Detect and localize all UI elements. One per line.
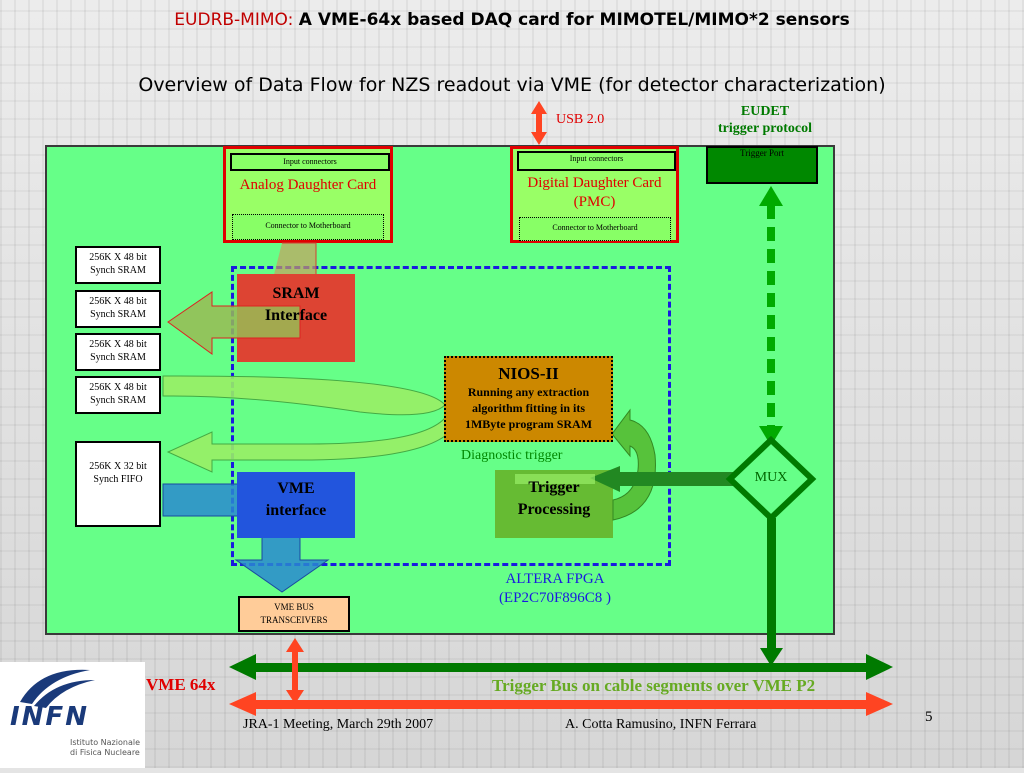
fpga-boundary: [231, 266, 671, 566]
fpga-line1: ALTERA FPGA: [505, 571, 605, 587]
infn-logo-mark: [20, 669, 95, 708]
diagnostic-trigger-arrow: [611, 408, 656, 521]
digital-input-connectors: Input connectors: [517, 151, 676, 171]
diagnostic-trigger-label: Diagnostic trigger: [461, 448, 563, 463]
eudet-line1: EUDET: [740, 104, 790, 119]
infn-logo-text: INFN: [10, 702, 89, 732]
fifo-line2: Synch FIFO: [93, 474, 143, 485]
digital-card-title-line1: Digital Daughter Card: [527, 175, 662, 191]
analog-motherboard-connector: Connector to Motherboard: [232, 214, 384, 240]
infn-logo-line2: di Fisica Nucleare: [70, 748, 140, 757]
page-number: 5: [925, 709, 933, 725]
vme-bus-transceivers: VME BUS TRANSCEIVERS: [238, 596, 350, 632]
analog-daughter-card: Input connectors Analog Daughter Card Co…: [223, 146, 393, 243]
vme-bus-line1: VME BUS: [274, 602, 314, 612]
sram-line2: Synch SRAM: [90, 309, 146, 320]
fifo-chip: 256K X 32 bit Synch FIFO: [75, 441, 161, 527]
sram-write-arrow: [167, 291, 301, 355]
vme-interface-line1: VME: [277, 480, 315, 497]
digital-card-title: Digital Daughter Card (PMC): [513, 174, 676, 212]
usb-label: USB 2.0: [556, 112, 605, 127]
trigger-bus-label: Trigger Bus on cable segments over VME P…: [492, 676, 816, 695]
eudet-line2: trigger protocol: [718, 121, 812, 136]
infn-logo: INFN Istituto Nazionale di Fisica Nuclea…: [0, 662, 145, 768]
sram-chip: 256K X 48 bit Synch SRAM: [75, 333, 161, 371]
infn-logo-line1: Istituto Nazionale: [70, 738, 140, 747]
sram-line2: Synch SRAM: [90, 395, 146, 406]
footer-author: A. Cotta Ramusino, INFN Ferrara: [565, 717, 757, 732]
sram-chip: 256K X 48 bit Synch SRAM: [75, 290, 161, 328]
vme64x-label: VME 64x: [146, 675, 216, 694]
vme-interface-line2: interface: [265, 502, 327, 519]
nios-line3: 1MByte program SRAM: [464, 417, 593, 431]
mux-to-bus-link: [760, 518, 783, 666]
mux-label: MUX: [754, 470, 788, 485]
slide-subtitle: Overview of Data Flow for NZS readout vi…: [138, 74, 886, 96]
sram-line1: 256K X 48 bit: [89, 382, 147, 393]
analog-card-title: Analog Daughter Card: [239, 177, 377, 193]
sram-line2: Synch SRAM: [90, 352, 146, 363]
sram-interface-line2: Interface: [264, 307, 328, 324]
title-main: A VME-64x based DAQ card for MIMOTEL/MIM…: [298, 10, 850, 30]
footer-meeting: JRA-1 Meeting, March 29th 2007: [243, 717, 434, 732]
digital-card-title-line2: (PMC): [573, 194, 616, 210]
fpga-line2: (EP2C70F896C8 ): [498, 590, 612, 606]
sram-chip: 256K X 48 bit Synch SRAM: [75, 376, 161, 414]
sram-line1: 256K X 48 bit: [89, 252, 147, 263]
sram-line1: 256K X 48 bit: [89, 339, 147, 350]
usb-arrow: [531, 101, 547, 145]
trigger-processing-line2: Processing: [517, 501, 591, 518]
sram-interface-label: SRAM Interface: [237, 283, 355, 327]
trigger-port-link: [759, 186, 783, 446]
analog-input-connectors: Input connectors: [230, 153, 390, 171]
nios-ii-block: NIOS-II Running any extraction algorithm…: [444, 356, 613, 442]
sram-interface-line1: SRAM: [272, 285, 320, 302]
nios-line1: Running any extraction: [467, 385, 590, 399]
vme-bus-line2: TRANSCEIVERS: [260, 615, 328, 625]
nios-line2: algorithm fitting in its: [472, 401, 585, 415]
trigger-bus-arrow: [229, 654, 893, 680]
digital-daughter-card: Input connectors Digital Daughter Card (…: [510, 146, 679, 243]
sram-line2: Synch SRAM: [90, 265, 146, 276]
trigger-processing-line1: Trigger: [528, 479, 580, 496]
title-prefix: EUDRB-MIMO:: [174, 10, 294, 30]
transceiver-to-bus-link: [286, 638, 304, 704]
trigger-processing-label: Trigger Processing: [495, 477, 613, 521]
sram-to-nios-flow: [162, 375, 446, 416]
vme-interface-block: [237, 472, 355, 538]
eudet-label: EUDET trigger protocol: [700, 103, 830, 137]
sram-chip: 256K X 48 bit Synch SRAM: [75, 246, 161, 284]
infn-logo-subtitle: Istituto Nazionale di Fisica Nucleare: [70, 738, 140, 758]
fifo-line1: 256K X 32 bit: [89, 461, 147, 472]
digital-motherboard-connector: Connector to Motherboard: [519, 217, 671, 241]
vme-bus-arrow: [229, 692, 893, 716]
fpga-label: ALTERA FPGA (EP2C70F896C8 ): [470, 570, 640, 608]
slide-title: EUDRB-MIMO: A VME-64x based DAQ card for…: [0, 10, 1024, 30]
nios-to-fifo-flow: [166, 417, 451, 473]
nios-title: NIOS-II: [498, 364, 559, 383]
vme-interface-label: VME interface: [237, 478, 355, 522]
sram-line1: 256K X 48 bit: [89, 296, 147, 307]
trigger-port: Trigger Port: [706, 146, 818, 184]
